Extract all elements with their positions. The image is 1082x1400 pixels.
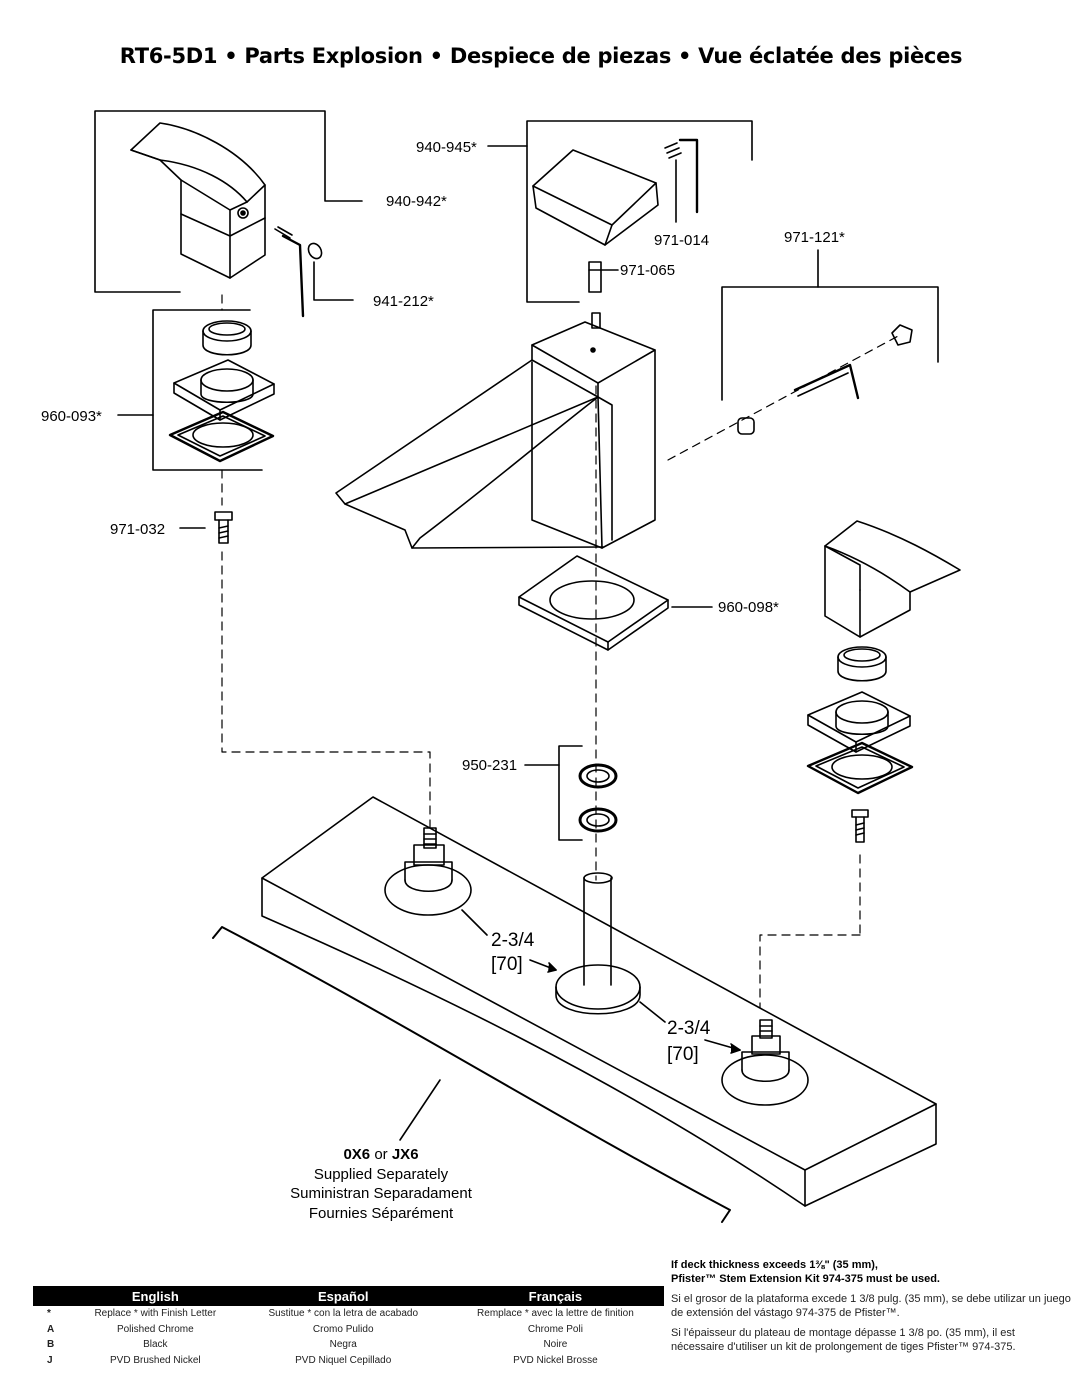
dimension-2-value: 2-3/4	[667, 1018, 711, 1039]
label-960-093: 960-093*	[41, 408, 102, 425]
bracket-940-942	[94, 110, 363, 293]
finish-code: *	[47, 1308, 51, 1320]
finish-spanish: Cromo Pulido	[312, 1323, 374, 1335]
table-row: B Black Negra Noire	[33, 1337, 664, 1353]
finish-header-english: English	[71, 1286, 240, 1306]
supplied-codes: 0X6 or JX6	[343, 1146, 418, 1163]
finish-header-french: Français	[446, 1286, 664, 1306]
finish-code: A	[47, 1323, 55, 1335]
label-950-231: 950-231	[462, 757, 517, 774]
o-rings-icon	[524, 745, 618, 841]
finish-table: English Español Français * Replace * wit…	[33, 1286, 664, 1368]
finish-code: J	[47, 1354, 53, 1366]
label-940-945: 940-945*	[416, 139, 477, 156]
bracket-940-945	[526, 120, 753, 303]
label-940-942: 940-942*	[386, 193, 447, 210]
hex-key-971-121-icon	[737, 324, 913, 435]
dimension-1-metric: [70]	[491, 954, 523, 975]
supplied-code-a: 0X6	[343, 1146, 370, 1163]
finish-header-code	[33, 1286, 71, 1306]
table-row: J PVD Brushed Nickel PVD Niquel Cepillad…	[33, 1353, 664, 1369]
supplied-line-es: Suministran Separadament	[290, 1185, 473, 1202]
finish-table-header: English Español Français	[33, 1286, 664, 1306]
finish-english: PVD Brushed Nickel	[110, 1354, 201, 1366]
deck-thickness-notes: If deck thickness exceeds 1⅜" (35 mm), Pf…	[671, 1258, 1071, 1360]
dimension-2-metric: [70]	[667, 1044, 699, 1065]
left-screw-971-032-icon	[214, 511, 233, 544]
dimension-arrows	[461, 909, 741, 1054]
finish-english: Replace * with Finish Letter	[94, 1308, 217, 1320]
bracket-971-121	[721, 249, 819, 401]
left-adapter-ring-icon	[202, 320, 252, 356]
spout-screw-971-014-icon	[664, 138, 699, 223]
supplied-or: or	[370, 1146, 392, 1163]
finish-spanish: Sustitue * con la letra de acabado	[268, 1308, 418, 1320]
right-adapter-ring-icon	[837, 646, 887, 682]
spout-cap-icon	[532, 149, 659, 246]
finish-code: B	[47, 1339, 55, 1351]
supplied-code-b: JX6	[392, 1146, 419, 1163]
label-971-065: 971-065	[620, 262, 675, 279]
supplied-line-en: Supplied Separately	[314, 1166, 449, 1183]
left-valve-icon	[384, 827, 472, 916]
spout-body-icon	[335, 312, 656, 549]
table-row: * Replace * with Finish Letter Sustitue …	[33, 1306, 664, 1322]
finish-english: Black	[143, 1339, 168, 1351]
supplied-bracket	[212, 926, 731, 1223]
note-french: Si l'épaisseur du plateau de montage dép…	[671, 1327, 1016, 1353]
finish-english: Polished Chrome	[116, 1323, 194, 1335]
label-971-121: 971-121*	[784, 229, 845, 246]
spout-shank-icon	[555, 872, 641, 1015]
finish-french: PVD Nickel Brosse	[513, 1354, 598, 1366]
finish-spanish: PVD Niquel Cepillado	[295, 1354, 392, 1366]
centerlines	[221, 294, 901, 1021]
finish-french: Noire	[543, 1339, 568, 1351]
note-english: If deck thickness exceeds 1⅜" (35 mm), Pf…	[671, 1258, 1071, 1286]
label-960-098: 960-098*	[718, 599, 779, 616]
finish-french: Remplace * avec la lettre de finition	[477, 1308, 634, 1320]
deck-plate-icon	[261, 796, 937, 1207]
label-971-032: 971-032	[110, 521, 165, 538]
finish-header-spanish: Español	[239, 1286, 447, 1306]
left-handle-icon	[130, 122, 266, 279]
right-handle-icon	[824, 520, 961, 638]
label-941-212: 941-212*	[373, 293, 434, 310]
spout-escutcheon-icon	[518, 555, 669, 651]
bracket-960-093	[152, 309, 263, 471]
right-screw-icon	[851, 809, 869, 843]
left-escutcheon-icon	[173, 359, 275, 421]
finish-french: Chrome Poli	[527, 1323, 583, 1335]
finish-spanish: Negra	[329, 1339, 357, 1351]
note-spanish: Si el grosor de la plataforma excede 1 3…	[671, 1293, 1071, 1319]
spout-pin-971-065-icon	[588, 261, 602, 293]
table-row: A Polished Chrome Cromo Pulido Chrome Po…	[33, 1322, 664, 1338]
dimension-1-value: 2-3/4	[491, 930, 535, 951]
note-english-line2: Pfister™ Stem Extension Kit 974-375 must…	[671, 1273, 940, 1285]
leader-941-212	[313, 261, 354, 301]
right-valve-icon	[721, 1019, 809, 1106]
supplied-line-fr: Fournies Séparément	[309, 1205, 454, 1222]
set-screw-941-212-icon	[274, 226, 323, 318]
right-escutcheon-icon	[807, 691, 911, 753]
note-english-line1: If deck thickness exceeds 1⅜" (35 mm),	[671, 1259, 878, 1271]
label-971-014: 971-014	[654, 232, 709, 249]
right-gasket-icon	[806, 741, 914, 795]
page-title: RT6-5D1 • Parts Explosion • Despiece de …	[119, 44, 963, 68]
left-gasket-icon	[168, 410, 275, 463]
